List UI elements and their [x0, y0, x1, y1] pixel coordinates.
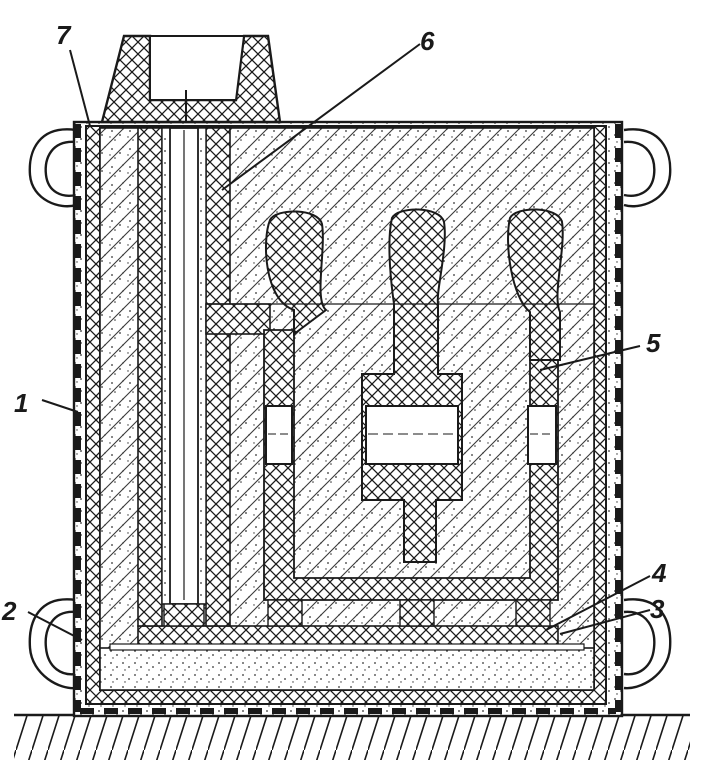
callout-3: 3	[650, 594, 665, 624]
ground	[14, 713, 690, 760]
callout-7: 7	[56, 20, 72, 50]
callout-6: 6	[420, 26, 435, 56]
leader-lines	[27, 43, 651, 641]
pattern-assembly	[206, 208, 594, 627]
callout-4: 4	[651, 558, 667, 588]
callout-labels: 1 2 3 4 5 6 7	[1, 20, 667, 626]
callout-5: 5	[646, 328, 661, 358]
pouring-cup	[100, 34, 282, 124]
sprue	[137, 127, 271, 627]
callout-1: 1	[14, 388, 28, 418]
callout-2: 2	[1, 596, 17, 626]
flask-handles	[28, 128, 672, 690]
